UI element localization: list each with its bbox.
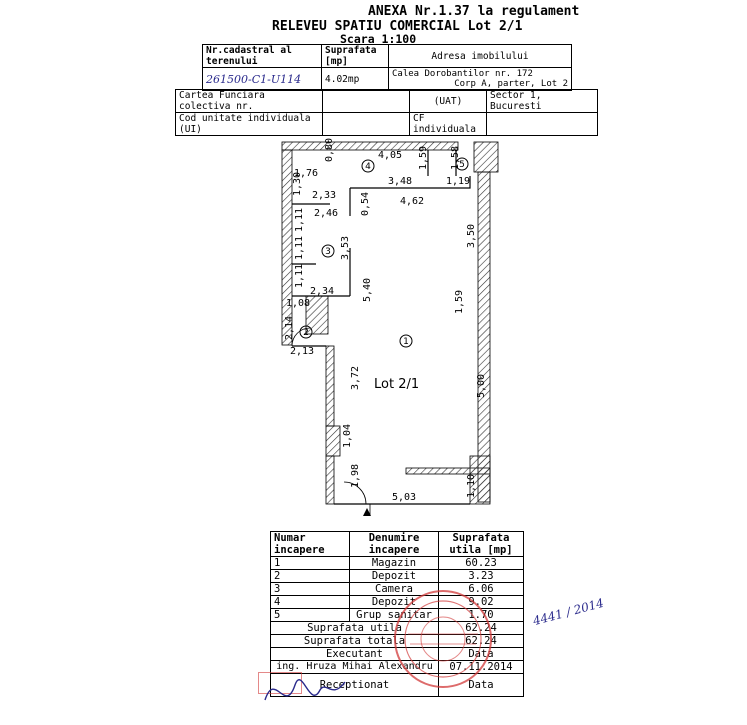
table-row: 2 Depozit 3.23 bbox=[270, 569, 524, 583]
dim-8: 1,19 bbox=[446, 176, 470, 187]
room-nr: 2 bbox=[270, 569, 350, 583]
scale-label: Scara 1:100 bbox=[340, 32, 417, 46]
receptionat-data: Data bbox=[438, 673, 524, 697]
room-nr: 5 bbox=[270, 608, 350, 622]
surface-header: Suprafata [mp] bbox=[321, 44, 389, 68]
dim-7: 3,48 bbox=[388, 176, 412, 187]
address-header: Adresa imobilului bbox=[388, 44, 572, 68]
header-denumire: Denumire incapere bbox=[349, 531, 439, 557]
address-value: Calea Dorobantilor nr. 172 Corp A, parte… bbox=[388, 67, 572, 91]
room-marker-1: 1 bbox=[403, 337, 409, 347]
signature bbox=[264, 679, 346, 701]
plan-dimensions: 4,05 0,80 1,59 1,58 1,76 1,30 3,48 1,19 … bbox=[284, 138, 487, 503]
header-numar: Numar incapere bbox=[270, 531, 350, 557]
cadastral-value: 261500-C1-U114 bbox=[202, 67, 322, 91]
dim-20: 1,59 bbox=[454, 290, 465, 314]
address-line1: Calea Dorobantilor nr. 172 bbox=[392, 69, 533, 79]
sector-label: Sector 1, Bucuresti bbox=[486, 89, 598, 113]
room-nr: 4 bbox=[270, 595, 350, 609]
floor-plan: 4,05 0,80 1,59 1,58 1,76 1,30 3,48 1,19 … bbox=[281, 138, 499, 516]
room-marker-5: 5 bbox=[459, 160, 465, 170]
dim-12: 4,62 bbox=[400, 196, 424, 207]
dim-15: 1,11 bbox=[294, 264, 305, 288]
room-nr: 3 bbox=[270, 582, 350, 596]
cf-table: Cartea Funciara colectiva nr. (UAT) Sect… bbox=[175, 89, 598, 136]
cf-colectiva-label: Cartea Funciara colectiva nr. bbox=[175, 89, 323, 113]
dim-19: 2,34 bbox=[310, 286, 334, 297]
dim-5: 1,76 bbox=[294, 168, 318, 179]
dim-3: 1,59 bbox=[418, 146, 429, 170]
annex-title: ANEXA Nr.1.37 la regulament bbox=[368, 4, 580, 19]
room-nr: 1 bbox=[270, 556, 350, 570]
dim-17: 3,50 bbox=[466, 224, 477, 248]
cadastral-table: Nr.cadastral al terenului Suprafata [mp]… bbox=[202, 44, 572, 91]
dim-23: 2,13 bbox=[290, 346, 314, 357]
room-marker-4: 4 bbox=[365, 162, 371, 172]
dim-6: 1,30 bbox=[292, 172, 303, 196]
room-markers: 1 2 3 4 5 bbox=[299, 157, 469, 348]
room-name: Depozit bbox=[349, 569, 439, 583]
lot-label: Lot 2/1 bbox=[374, 377, 419, 392]
cadastral-header: Nr.cadastral al terenului bbox=[202, 44, 322, 68]
table-row: 1 Magazin 60.23 bbox=[270, 556, 524, 570]
dim-18: 5,40 bbox=[362, 278, 373, 302]
interior-lines bbox=[291, 150, 471, 516]
document-title: RELEVEU SPATIU COMERCIAL Lot 2/1 bbox=[272, 19, 523, 34]
small-stamp bbox=[258, 672, 302, 694]
address-line2: Corp A, parter, Lot 2 bbox=[454, 79, 568, 89]
room-marker-2: 2 bbox=[303, 328, 309, 338]
dim-29: 5,03 bbox=[392, 492, 416, 503]
dim-22: 2,14 bbox=[284, 316, 295, 340]
table-row: 4 Depozit 9.02 bbox=[270, 595, 524, 609]
ui-code-label: Cod unitate individuala (UI) bbox=[175, 112, 323, 136]
dim-21: 1,08 bbox=[286, 298, 310, 309]
cf-individuala-label: CF individuala bbox=[409, 112, 487, 136]
table-row: 3 Camera 6.06 bbox=[270, 582, 524, 596]
room-area: 60.23 bbox=[438, 556, 524, 570]
room-marker-3: 3 bbox=[325, 247, 331, 257]
header-suprafata: Suprafata utila [mp] bbox=[438, 531, 524, 557]
room-area: 3.23 bbox=[438, 569, 524, 583]
dim-2: 0,80 bbox=[324, 138, 335, 162]
dim-10: 0,54 bbox=[360, 192, 371, 216]
dim-14: 1,11 bbox=[294, 236, 305, 260]
dim-13: 1,11 bbox=[294, 208, 305, 232]
dim-16: 3,53 bbox=[340, 236, 351, 260]
uat-label: (UAT) bbox=[409, 89, 487, 113]
dim-11: 2,46 bbox=[314, 208, 338, 219]
walls bbox=[281, 141, 499, 505]
handwritten-number: 4441 / 2014 bbox=[531, 595, 606, 629]
dim-9: 2,33 bbox=[312, 190, 336, 201]
room-name: Magazin bbox=[349, 556, 439, 570]
dim-24: 3,72 bbox=[350, 366, 361, 390]
dim-28: 1,10 bbox=[466, 474, 477, 498]
dim-25: 5,00 bbox=[476, 374, 487, 398]
surface-value: 4.02mp bbox=[321, 67, 389, 91]
rooms-table: Numar incapere Denumire incapere Suprafa… bbox=[270, 531, 524, 697]
dim-1: 4,05 bbox=[378, 150, 402, 161]
dim-26: 1,04 bbox=[342, 424, 353, 448]
official-stamp bbox=[394, 590, 492, 688]
dim-4: 1,58 bbox=[450, 146, 461, 170]
dim-27: 1,98 bbox=[350, 464, 361, 488]
